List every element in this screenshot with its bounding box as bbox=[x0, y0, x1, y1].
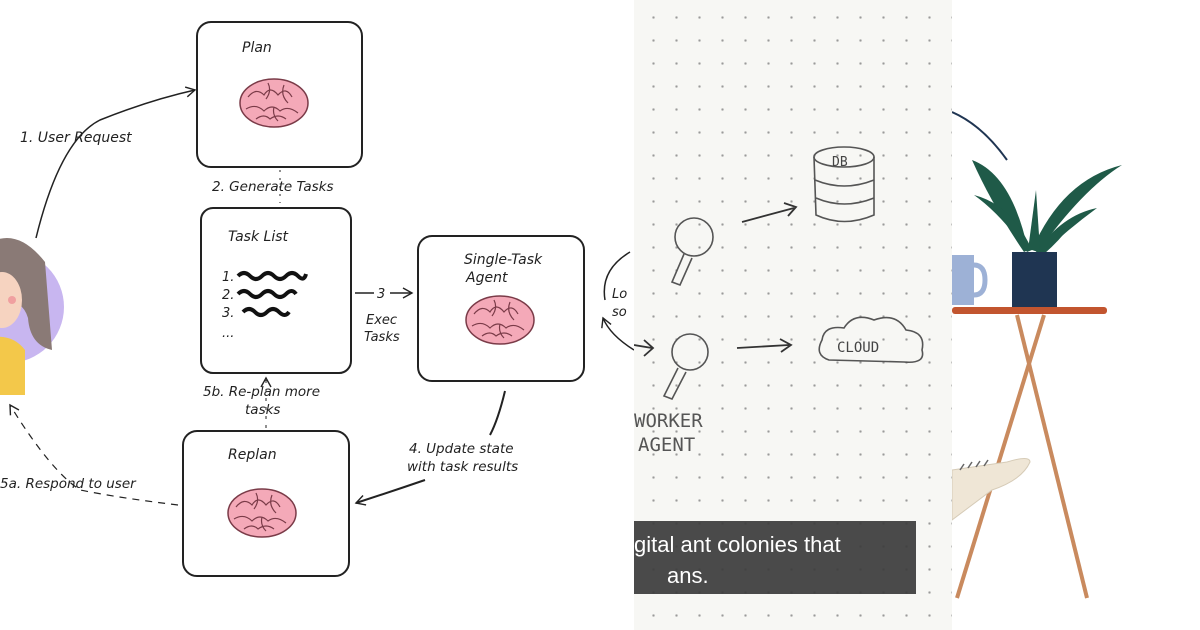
generate-tasks-label: 2. Generate Tasks bbox=[212, 179, 334, 195]
plant-pot bbox=[1012, 252, 1057, 307]
sketch-panel: DB CLOUD WORKER AGENT gital ant colonies… bbox=[634, 0, 952, 630]
table-legs bbox=[955, 314, 1089, 599]
agent-title-line2: Agent bbox=[465, 270, 508, 286]
cloud-label: CLOUD bbox=[837, 340, 879, 356]
update-label-line2: with task results bbox=[407, 459, 518, 475]
user-request-arrow bbox=[35, 86, 197, 239]
cloud-icon bbox=[818, 316, 924, 364]
db-cylinder-icon bbox=[813, 146, 875, 223]
task-item-1: 1. bbox=[222, 270, 234, 285]
agent-brain-icon bbox=[465, 295, 535, 345]
loop-fragment-1: Lo bbox=[612, 287, 627, 302]
table-top bbox=[952, 307, 1107, 314]
replan-brain-icon bbox=[227, 488, 297, 538]
exec-label-line1: Exec bbox=[366, 313, 397, 328]
plan-brain-icon bbox=[239, 78, 309, 128]
caption-line-2: ans. bbox=[667, 563, 709, 588]
sketch-canvas: DB CLOUD WORKER AGENT bbox=[634, 146, 924, 456]
replan-more-label-line2: tasks bbox=[245, 402, 280, 418]
replan-more-label-line1: 5b. Re-plan more bbox=[203, 384, 320, 400]
cloud-arrow bbox=[736, 344, 790, 349]
plan-title: Plan bbox=[242, 40, 272, 56]
agent-title-line1: Single-Task bbox=[464, 252, 543, 268]
caption-line-1: gital ant colonies that bbox=[634, 532, 841, 557]
respond-label: 5a. Respond to user bbox=[0, 476, 137, 492]
user-request-label: 1. User Request bbox=[20, 130, 132, 146]
planning-diagram-canvas: Plan 1. User Request 2. Generate Tasks T… bbox=[0, 21, 634, 577]
planning-diagram: Plan 1. User Request 2. Generate Tasks T… bbox=[0, 21, 634, 577]
worker-label-line2: AGENT bbox=[638, 434, 695, 456]
plant-illustration-panel bbox=[952, 0, 1200, 630]
task-scribble-1 bbox=[236, 271, 308, 281]
magnifier-icon-top bbox=[670, 217, 714, 287]
loop-fragment-2: so bbox=[612, 305, 627, 320]
exec-label-line2: Tasks bbox=[364, 330, 400, 345]
video-caption: gital ant colonies that ans. bbox=[634, 521, 916, 594]
loop-arc bbox=[603, 251, 631, 301]
user-avatar bbox=[0, 238, 64, 395]
respond-arrow bbox=[9, 403, 179, 506]
task-scribble-2 bbox=[236, 289, 298, 299]
worker-label-line1: WORKER bbox=[634, 410, 703, 432]
plant-illustration bbox=[952, 111, 1122, 599]
task-item-2: 2. bbox=[222, 288, 234, 303]
update-arrow bbox=[354, 479, 426, 506]
task-item-3: 3. bbox=[222, 306, 234, 321]
loop-arrow bbox=[601, 316, 634, 351]
task-item-more: ... bbox=[222, 326, 234, 341]
update-label-line1: 4. Update state bbox=[409, 441, 514, 457]
task-scribble-3 bbox=[241, 307, 291, 317]
plant-stem-curve bbox=[952, 111, 1008, 161]
task-list-box bbox=[200, 207, 352, 374]
replan-title: Replan bbox=[228, 447, 277, 463]
shoe-icon bbox=[952, 458, 1031, 521]
db-arrow bbox=[741, 207, 795, 223]
mug-icon bbox=[952, 255, 988, 305]
update-line-top bbox=[489, 390, 506, 436]
exec-number: 3 bbox=[377, 287, 385, 302]
db-label: DB bbox=[832, 155, 848, 170]
task-list-title: Task List bbox=[228, 229, 288, 245]
incoming-arrow bbox=[634, 339, 655, 357]
magnifier-icon-bottom bbox=[662, 333, 709, 400]
plant-leaves bbox=[972, 160, 1122, 254]
